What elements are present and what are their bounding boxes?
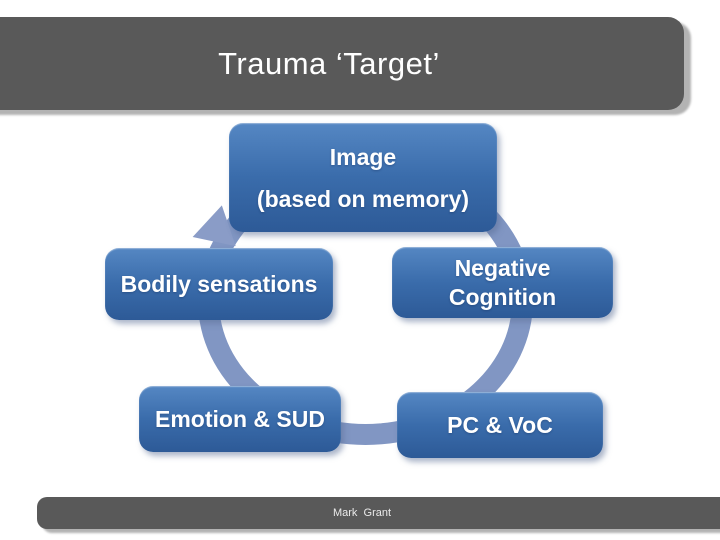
node-bodily-line1: Bodily sensations: [120, 271, 318, 297]
node-image-line2: (based on memory): [256, 185, 470, 212]
footer-author: Mark Grant: [332, 507, 392, 519]
node-bodily-sensations: Bodily sensations: [105, 248, 333, 320]
page-title: Trauma ‘Target’: [218, 45, 440, 81]
footer-banner: Mark Grant: [37, 497, 720, 529]
node-image: Image (based on memory): [229, 123, 497, 232]
node-image-line1: Image: [329, 143, 397, 170]
node-negative-cognition: Negative Cognition: [392, 247, 613, 318]
node-pc-line1: PC & VoC: [447, 412, 553, 438]
node-negative-line2: Cognition: [448, 283, 557, 310]
node-negative-line1: Negative: [454, 254, 551, 281]
title-banner: Trauma ‘Target’: [0, 17, 684, 110]
node-emotion-sud: Emotion & SUD: [139, 386, 341, 452]
node-emotion-line1: Emotion & SUD: [155, 406, 325, 432]
node-pc-voc: PC & VoC: [397, 392, 603, 458]
